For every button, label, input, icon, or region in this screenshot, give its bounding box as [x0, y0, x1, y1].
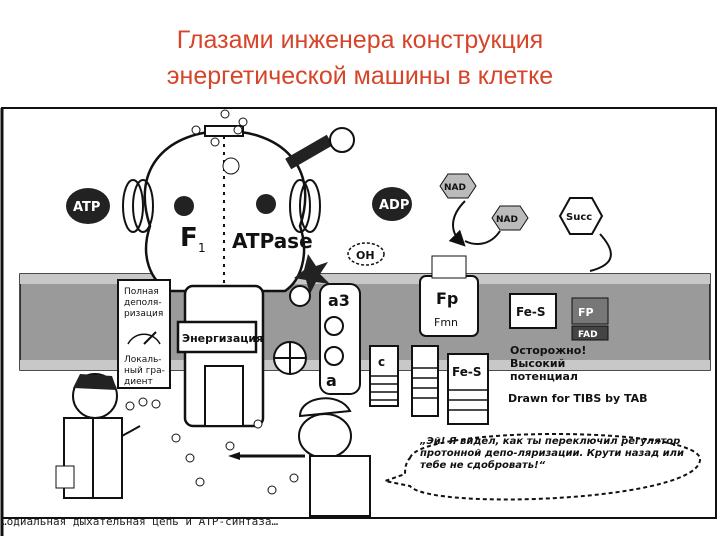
cytochrome-a3: a3 a	[319, 283, 361, 395]
fe-s-box-1: Fe-S	[509, 293, 557, 329]
cartoon-svg: F 1 ATPase ATP ADP NAD NAD Succ	[0, 107, 717, 536]
full-depol-2: деполя-	[124, 298, 162, 308]
oh-label: OH	[356, 249, 375, 262]
fp-small-box: FP FAD	[571, 297, 609, 341]
full-depol-3: ризация	[124, 309, 163, 319]
succ-label: Succ	[566, 212, 592, 223]
a3-label: a3	[328, 291, 350, 310]
speech-bubble: „Эй! Я видел, как ты переключил регулято…	[381, 433, 702, 501]
title-line-2: энергетической машины в клетке	[166, 62, 554, 90]
nad-mid-label: NAD	[496, 215, 518, 225]
nad-top-label: NAD	[444, 183, 466, 193]
speech-text: „Эй! Я видел, как ты переключил регулято…	[420, 436, 684, 471]
high-voltage-1: Высокий	[510, 357, 565, 370]
spark-icon	[294, 254, 330, 294]
a-label: a	[326, 371, 337, 390]
cartoon-illustration: F 1 ATPase ATP ADP NAD NAD Succ	[0, 106, 720, 540]
fmn-label: Fmn	[434, 316, 458, 329]
valve-wheel-icon	[273, 285, 311, 375]
f1-label: F	[180, 223, 198, 253]
fp-small-label: FP	[578, 306, 594, 319]
succ-hexagon: Succ	[558, 197, 604, 235]
wrench-icon	[285, 127, 355, 170]
fe-s-2-label: Fe-S	[452, 365, 481, 379]
c-label: c	[378, 355, 385, 369]
energization-box: Энергизация	[176, 320, 263, 354]
cytochrome-c-stacks: c	[369, 345, 439, 417]
adp-label: ADP	[379, 198, 409, 213]
caution-label: Осторожно!	[510, 344, 586, 357]
atp-label: ATP	[73, 200, 100, 215]
adp-disc: ADP	[372, 187, 412, 221]
oh-cloud: OH	[347, 242, 385, 266]
f1-sub: 1	[198, 241, 206, 255]
nad-mid: NAD	[491, 205, 529, 231]
atpase-label: ATPase	[232, 229, 313, 253]
bottom-caption: …одиальная дыхательная цепь и АТР-синтаз…	[0, 515, 279, 528]
particles-top	[191, 109, 248, 147]
fp-complex: Fp Fmn	[419, 255, 479, 337]
slide-title: Глазами инженера конструкция энергетичес…	[0, 22, 720, 94]
local-grad-2: ный гра-	[124, 366, 165, 376]
nad-top: NAD	[439, 173, 477, 199]
atp-disc: ATP	[66, 188, 110, 224]
engineer-right	[228, 397, 371, 517]
high-voltage-2: потенциал	[510, 370, 578, 383]
particles-scatter	[125, 397, 299, 495]
drawn-for-label: Drawn for TIBS by TAB	[508, 392, 648, 405]
engineer-left	[55, 373, 141, 499]
caution-note: Осторожно! Высокий потенциал	[510, 344, 586, 383]
fad-label: FAD	[578, 330, 598, 340]
fp-label: Fp	[436, 289, 458, 308]
local-grad-3: диент	[124, 377, 153, 387]
full-depol-1: Полная	[124, 287, 159, 297]
fe-s-1-label: Fe-S	[516, 305, 545, 319]
depolarization-gauge: Полная деполя- ризация Локаль- ный гра- …	[117, 279, 171, 389]
energization-label: Энергизация	[182, 332, 263, 345]
fe-s-box-2: Fe-S	[447, 353, 489, 425]
title-line-1: Глазами инженера конструкция	[176, 26, 544, 54]
local-grad-1: Локаль-	[124, 355, 162, 365]
